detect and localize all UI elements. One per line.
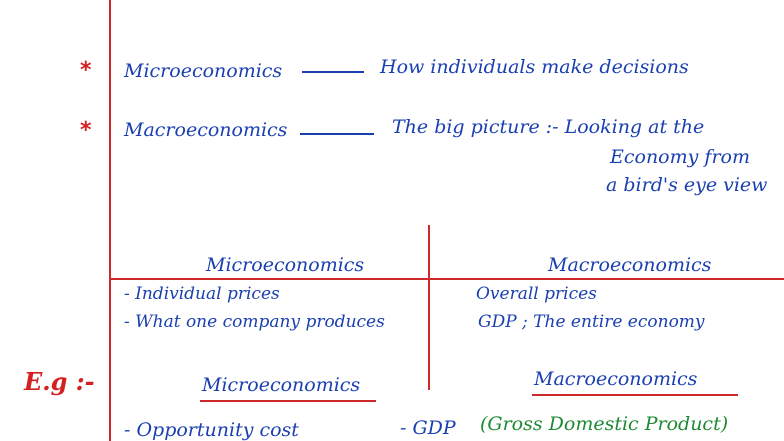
table-cell: - What one company produces	[124, 312, 385, 332]
bullet-star: *	[80, 118, 92, 143]
example-header-macro: Macroeconomics	[534, 368, 698, 390]
table-horizontal-line	[110, 278, 784, 280]
definition-meaning-line: a bird's eye view	[606, 174, 768, 196]
definition-term: Macroeconomics	[124, 119, 288, 141]
definition-term: Microeconomics	[124, 60, 283, 82]
definition-meaning: How individuals make decisions	[380, 56, 689, 78]
example-label: E.g :-	[24, 367, 95, 396]
example-header-micro: Microeconomics	[202, 374, 361, 396]
example-item: - GDP	[400, 417, 456, 439]
example-underline	[200, 400, 376, 402]
table-header-macro: Macroeconomics	[548, 254, 712, 276]
example-note: (Gross Domestic Product)	[480, 413, 729, 435]
table-header-micro: Microeconomics	[206, 254, 365, 276]
table-cell: GDP ; The entire economy	[478, 312, 705, 332]
definition-dash	[302, 71, 364, 73]
margin-line	[109, 0, 111, 441]
table-cell: - Individual prices	[124, 284, 280, 304]
bullet-star: *	[80, 58, 92, 83]
example-item: - Opportunity cost	[124, 419, 299, 441]
table-cell: Overall prices	[476, 284, 597, 304]
table-vertical-line	[428, 225, 430, 390]
example-underline	[532, 394, 738, 396]
definition-dash	[300, 133, 374, 135]
definition-meaning-line: The big picture :- Looking at the	[392, 116, 705, 138]
definition-meaning-line: Economy from	[610, 146, 750, 168]
